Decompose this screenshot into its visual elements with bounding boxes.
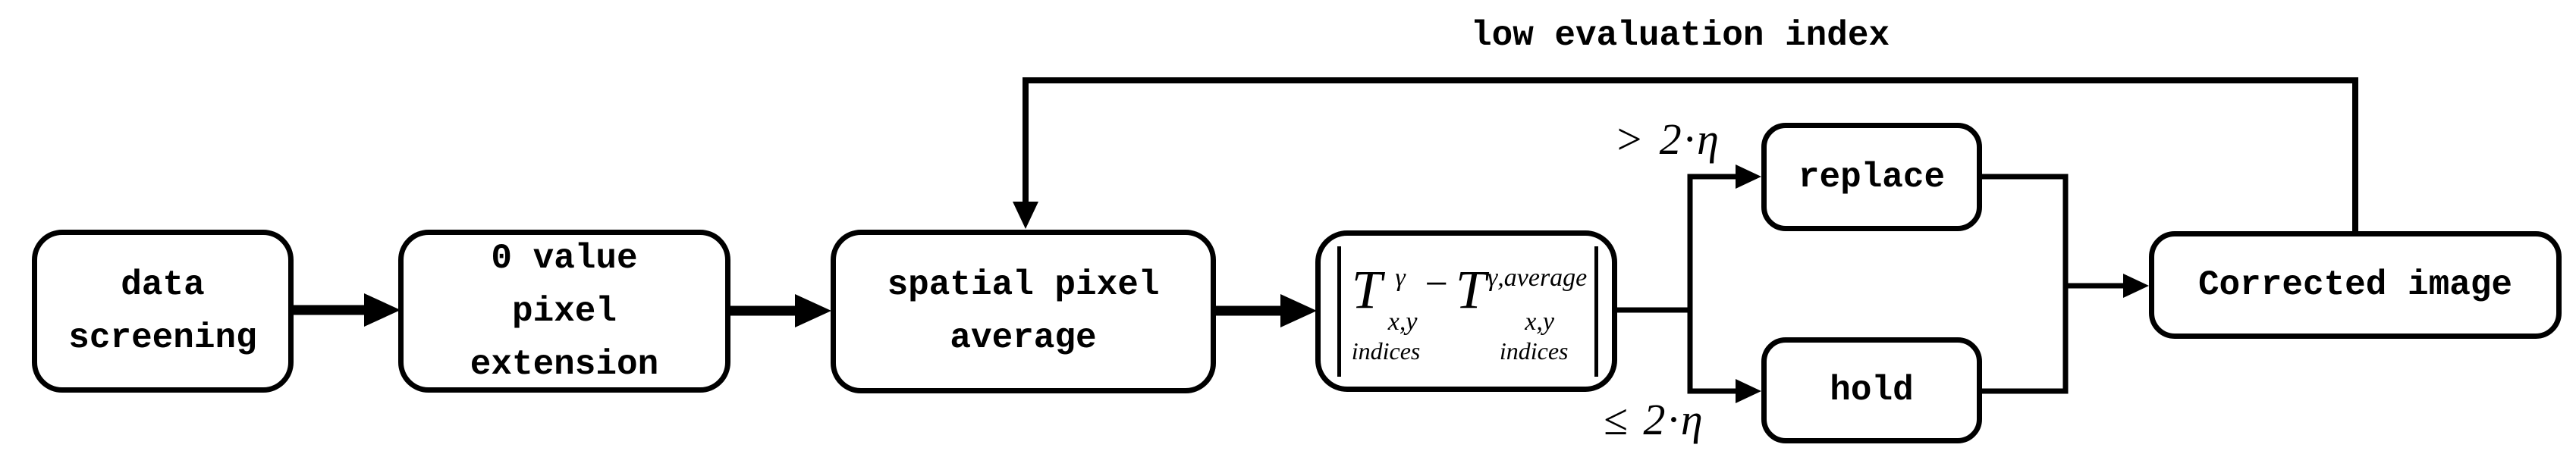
absolute-value-bar-left	[1337, 246, 1341, 377]
node-hold: hold	[1761, 337, 1982, 443]
node-label-line: extension	[470, 344, 659, 384]
arrow-zero-to-spatial	[730, 294, 831, 327]
node-corrected-image: Corrected image	[2149, 231, 2562, 339]
formula-superscript: γ,average	[1487, 263, 1588, 292]
node-difference-formula: T γ x,y indices − T γ,average x,y indice…	[1315, 230, 1617, 392]
feedback-loop-line	[1013, 77, 2358, 232]
node-data-screening: data screening	[32, 230, 294, 393]
formula-superscript: γ	[1395, 263, 1406, 292]
merge-lines	[1979, 174, 2149, 394]
formula-subscript: x,y	[1387, 307, 1418, 336]
formula-base-symbol: T	[1455, 258, 1486, 320]
node-label: hold	[1830, 371, 1914, 410]
formula-term-2: T γ,average x,y indices	[1456, 259, 1587, 364]
minus-sign: −	[1425, 261, 1448, 306]
arrowhead-into-hold	[1736, 379, 1761, 403]
node-label-line: 0 value	[491, 238, 638, 278]
arrowhead-into-spatial	[1013, 202, 1038, 229]
node-label-line: average	[950, 318, 1097, 358]
branch-split-lines	[1614, 164, 1761, 403]
formula-term-1: T γ x,y indices	[1352, 259, 1421, 364]
arrow-spatial-to-formula	[1216, 294, 1317, 327]
arrow-data-to-zero	[294, 293, 401, 327]
node-label: Corrected image	[2197, 265, 2513, 305]
formula-base-symbol: T	[1351, 258, 1382, 320]
feedback-loop-label: low evaluation index	[1471, 16, 1890, 55]
condition-less-equal-label: ≤ 2·η	[1604, 395, 1705, 444]
formula-indices-label: indices	[1499, 337, 1569, 365]
node-label-line: spatial pixel	[887, 265, 1160, 305]
arrowhead-into-replace	[1736, 164, 1761, 189]
node-label-line: pixel	[511, 291, 617, 331]
condition-greater-label: > 2·η	[1614, 114, 1721, 164]
node-label-line: data	[121, 265, 205, 305]
node-zero-value-pixel-extension: 0 value pixel extension	[398, 230, 730, 393]
formula-indices-label: indices	[1351, 337, 1421, 365]
absolute-value-bar-right	[1594, 246, 1599, 377]
node-replace: replace	[1761, 123, 1982, 231]
node-label-line: screening	[68, 318, 257, 358]
arrowhead-into-corrected	[2123, 274, 2149, 298]
node-spatial-pixel-average: spatial pixel average	[831, 230, 1216, 393]
node-label: replace	[1798, 157, 1946, 197]
formula-subscript: x,y	[1525, 307, 1554, 336]
